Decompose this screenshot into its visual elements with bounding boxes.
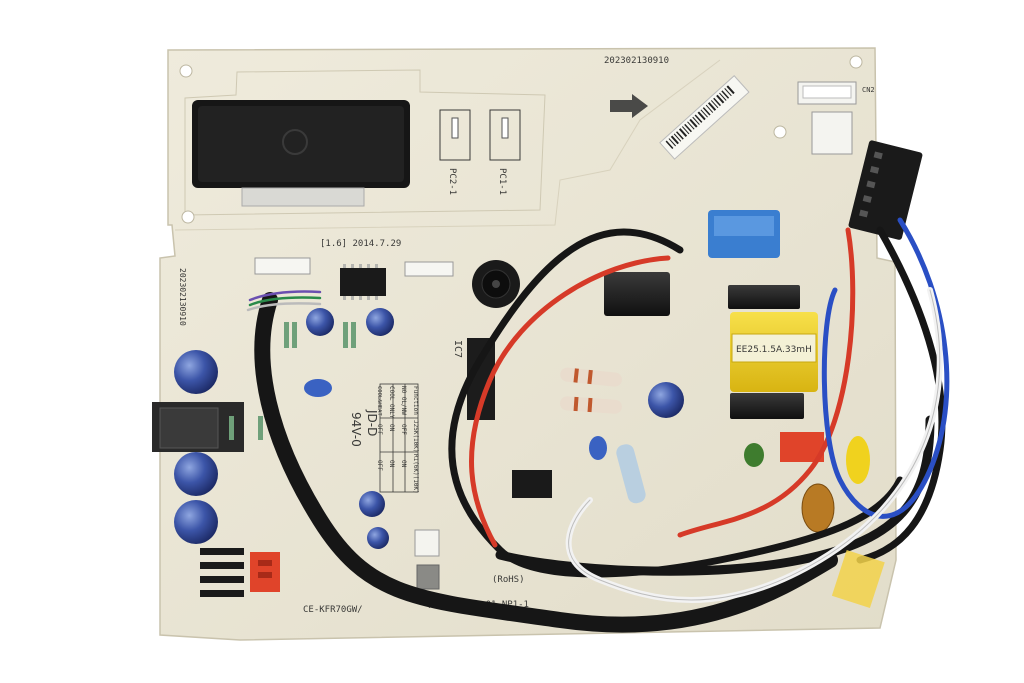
mounting-hole: [181, 210, 195, 224]
connector-black-header: [848, 140, 923, 240]
connector-red-small: [250, 552, 280, 592]
board-model: CE-KFR70GW/: [303, 605, 363, 615]
capacitor-large: [174, 500, 218, 544]
power-resistor: [560, 367, 622, 387]
connector-white-small: [414, 529, 440, 557]
resistor-group: [229, 322, 356, 440]
connector-cn1: [404, 261, 454, 277]
svg-text:IC7: IC7: [452, 340, 463, 358]
cert-94v: 94V-0: [349, 412, 363, 447]
svg-text:PC1-1: PC1-1: [497, 168, 507, 195]
capacitor: [648, 382, 684, 418]
rohs-mark: (RoHS): [492, 575, 525, 585]
svg-text:Function: Function: [412, 386, 419, 415]
svg-text:ON: ON: [388, 424, 395, 432]
board-code-side: 202302130910: [178, 268, 187, 326]
board-date: [1.6] 2014.7.29: [320, 239, 401, 249]
svg-text:OFF: OFF: [376, 424, 383, 435]
barcode-label: [659, 75, 750, 160]
diode-array: [200, 548, 244, 597]
mounting-hole: [849, 55, 863, 69]
pcb-cutout: [184, 69, 546, 216]
capacitor-ceramic: [744, 443, 764, 467]
connector-cn3: [254, 257, 311, 275]
connector-pc1: PC1-1: [489, 109, 521, 195]
capacitor-film: [589, 436, 607, 460]
connector-white: [811, 111, 853, 155]
x-capacitor: [708, 210, 780, 258]
toroid-inductor: [801, 483, 835, 533]
cert-jd: JD-D: [365, 409, 379, 436]
crystal-x1: [304, 379, 332, 397]
pcb-slot-line: [174, 59, 721, 231]
capacitor-large: [174, 452, 218, 496]
relay-main: [604, 272, 670, 316]
svg-text:NO OL/NW: NO OL/NW: [400, 386, 407, 415]
svg-text:OFF: OFF: [400, 424, 407, 435]
ic-chip-small: [340, 264, 386, 300]
svg-text:OFF: OFF: [376, 460, 383, 471]
connector-pc2: PC2-1: [439, 109, 471, 195]
choke-label: EE25.1.5A.33mH: [736, 345, 812, 355]
svg-text:R1(6K)(10K): R1(6K)(10K): [412, 454, 419, 494]
tape-strip: [831, 550, 885, 609]
display-module: [192, 100, 410, 207]
svg-text:CN2: CN2: [862, 86, 875, 94]
connector-cn2: CN2: [797, 81, 875, 105]
svg-text:J25K(10K): J25K(10K): [412, 420, 419, 453]
power-resistor: [560, 396, 622, 414]
svg-text:ON: ON: [400, 460, 407, 468]
svg-text:COOL ONLY: COOL ONLY: [388, 386, 395, 419]
board-code-top: 202302130910: [604, 56, 669, 66]
resistor-light-blue: [616, 444, 646, 504]
connector-gray-small: [416, 564, 440, 590]
svg-text:PC2-1: PC2-1: [447, 168, 457, 195]
wire-bundle: [246, 217, 950, 633]
capacitor: [306, 308, 334, 336]
transistor: [512, 470, 552, 498]
svg-text:ON: ON: [388, 460, 395, 468]
relay-right-2: [730, 393, 804, 419]
capacitor-large: [174, 350, 218, 394]
capacitor: [366, 308, 394, 336]
buzzer: [472, 260, 520, 308]
voltage-regulator: [152, 402, 244, 452]
relay-right-1: [728, 285, 800, 309]
mounting-hole: [773, 125, 787, 139]
svg-text:COOL&HEAT: COOL&HEAT: [376, 386, 382, 416]
capacitor: [367, 527, 389, 549]
capacitor: [359, 491, 385, 517]
function-table: Function J25K(10K) R1(6K)(10K) NO OL/NW …: [376, 383, 419, 494]
common-mode-choke: EE25.1.5A.33mH: [730, 312, 818, 392]
arrow-icon: [610, 94, 648, 118]
capacitor-yellow: [846, 436, 870, 484]
mounting-hole: [179, 64, 193, 78]
